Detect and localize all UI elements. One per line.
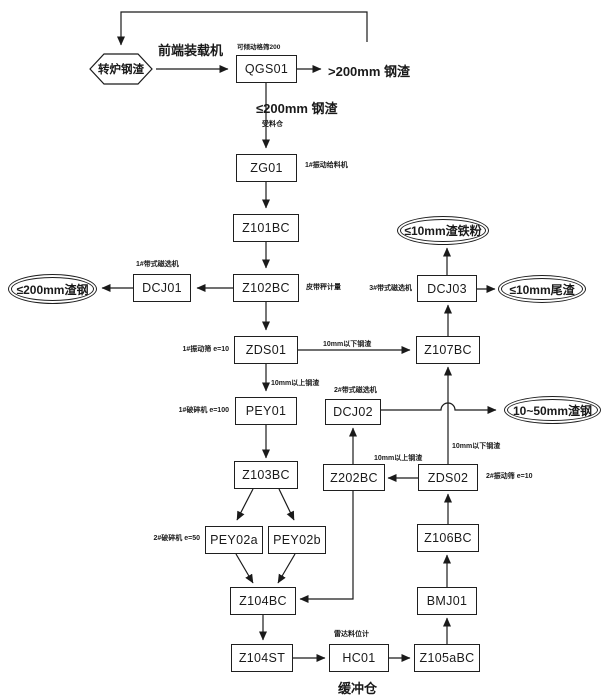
node-zg01: ZG01 bbox=[236, 154, 297, 182]
node-z104bc: Z104BC bbox=[230, 587, 296, 615]
note-dcj01: 1#带式磁选机 bbox=[136, 261, 179, 268]
node-z101bc: Z101BC bbox=[233, 214, 299, 242]
hexagon-source-shape bbox=[89, 53, 153, 85]
edge-pey02b-z104bc bbox=[277, 553, 296, 584]
label-under10-zds01: 10mm以下钢渣 bbox=[323, 341, 372, 348]
node-pey02b: PEY02b bbox=[268, 526, 326, 554]
terminal-label: ≤10mm渣铁粉 bbox=[404, 224, 482, 238]
label-buffer-bin: 缓冲仓 bbox=[338, 681, 378, 696]
node-z103bc: Z103BC bbox=[234, 461, 298, 489]
node-zds02: ZDS02 bbox=[418, 464, 478, 491]
label-front-loader: 前端装载机 bbox=[158, 43, 224, 58]
node-z202bc: Z202BC bbox=[323, 464, 385, 491]
terminal-label: ≤10mm尾渣 bbox=[509, 282, 575, 297]
node-dcj02: DCJ02 bbox=[325, 399, 381, 425]
edge-dcj02-slagsteel bbox=[381, 402, 497, 414]
node-pey02a: PEY02a bbox=[205, 526, 263, 554]
label-gt200: >200mm 钢渣 bbox=[328, 64, 411, 79]
node-z102bc: Z102BC bbox=[233, 274, 299, 302]
edge-z103bc-pey02a bbox=[236, 488, 254, 521]
note-zg01: 1#振动给料机 bbox=[305, 162, 348, 169]
node-z107bc: Z107BC bbox=[416, 336, 480, 364]
node-hc01: HC01 bbox=[329, 644, 389, 672]
node-z104st: Z104ST bbox=[231, 644, 293, 672]
edge-pey02a-z104bc bbox=[235, 553, 254, 584]
node-bmj01: BMJ01 bbox=[417, 587, 477, 615]
terminal-tailings-le10: ≤10mm尾渣 bbox=[498, 275, 586, 303]
edge-gt200-return bbox=[117, 11, 368, 46]
note-qgs01: 可倾动格筛200 bbox=[237, 44, 281, 51]
note-hc01-radar: 雷达料位计 bbox=[334, 631, 369, 638]
note-pey01: 1#破碎机 e=100 bbox=[178, 407, 229, 414]
node-qgs01: QGS01 bbox=[236, 55, 297, 83]
note-zds01: 1#振动筛 e=10 bbox=[182, 346, 230, 353]
note-z102bc: 皮带秤计量 bbox=[306, 284, 341, 291]
terminal-label: ≤200mm渣钢 bbox=[16, 282, 89, 297]
terminal-label: 10~50mm渣钢 bbox=[512, 403, 593, 418]
label-le200: ≤200mm 钢渣 bbox=[256, 101, 338, 116]
note-dcj03: 3#带式磁选机 bbox=[369, 285, 412, 292]
terminal-iron-powder-le10: ≤10mm渣铁粉 bbox=[397, 216, 489, 245]
note-pey02a: 2#破碎机 e=50 bbox=[153, 535, 201, 542]
node-z106bc: Z106BC bbox=[417, 524, 479, 552]
node-zds01: ZDS01 bbox=[234, 336, 298, 364]
node-dcj03: DCJ03 bbox=[417, 275, 477, 302]
node-z105abc: Z105aBC bbox=[414, 644, 480, 672]
label-over10-zds02: 10mm以上钢渣 bbox=[374, 455, 423, 462]
node-dcj01: DCJ01 bbox=[133, 274, 191, 302]
terminal-slag-steel-10-50: 10~50mm渣钢 bbox=[504, 396, 601, 424]
note-zds02: 2#振动筛 e=10 bbox=[486, 473, 533, 480]
note-dcj02: 2#带式磁选机 bbox=[334, 387, 377, 394]
edge-z202bc-z104bc bbox=[299, 491, 354, 603]
label-under10-zds02: 10mm以下钢渣 bbox=[452, 443, 501, 450]
edge-z103bc-pey02b bbox=[278, 488, 295, 521]
label-over10-zds01: 10mm以上钢渣 bbox=[271, 380, 320, 387]
node-pey01: PEY01 bbox=[235, 397, 297, 425]
terminal-slag-steel-le200: ≤200mm渣钢 bbox=[8, 274, 97, 304]
label-receiving-bin: 受料仓 bbox=[262, 121, 283, 128]
node-source: 转炉钢渣 bbox=[98, 64, 144, 76]
